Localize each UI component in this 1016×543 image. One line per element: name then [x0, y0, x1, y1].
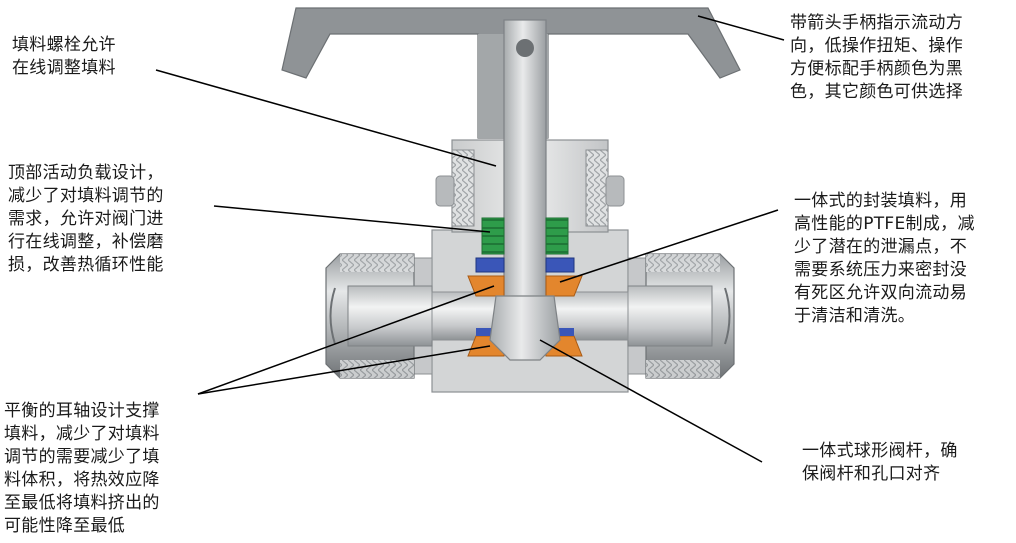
stem	[503, 19, 547, 303]
leader-lines	[155, 15, 785, 463]
leader-top-load	[213, 205, 491, 233]
leader-packing-bolt	[155, 69, 497, 167]
annotation-one-piece-packing: 一体式的封装填料，用 高性能的PTFE制成，减 少了潜在的泄漏点，不 需要系统压…	[794, 191, 975, 326]
annotation-packing-bolt: 填料螺栓允许 在线调整填料	[12, 35, 116, 78]
annotation-ball-stem: 一体式球形阀杆，确 保阀杆和孔口对齐	[802, 441, 958, 484]
ball-stem-tip	[489, 295, 561, 361]
leader-trunnion-1	[197, 285, 495, 395]
leader-ball-stem	[539, 339, 763, 463]
leader-handle	[697, 15, 785, 41]
leader-one-piece-packing	[559, 209, 779, 283]
annotation-trunnion: 平衡的耳轴设计支撑 填料，减少了对填料 调节的需要减少了填 料体积，将热效应降 …	[4, 401, 160, 536]
packing-green	[481, 217, 569, 255]
left-tube	[347, 285, 433, 347]
seals	[467, 257, 583, 357]
right-tube	[627, 285, 713, 347]
annotation-handle: 带箭头手柄指示流动方 向，低操作扭矩、操作 方便标配手柄颜色为黑 色，其它颜色可…	[790, 13, 963, 102]
annotation-top-load: 顶部活动负载设计， 减少了对填料调节的 需求，允许对阀门进 行在线调整，补偿磨 …	[8, 163, 164, 275]
leader-trunnion-2	[197, 345, 491, 395]
handle-pin-hole-icon	[516, 39, 534, 57]
